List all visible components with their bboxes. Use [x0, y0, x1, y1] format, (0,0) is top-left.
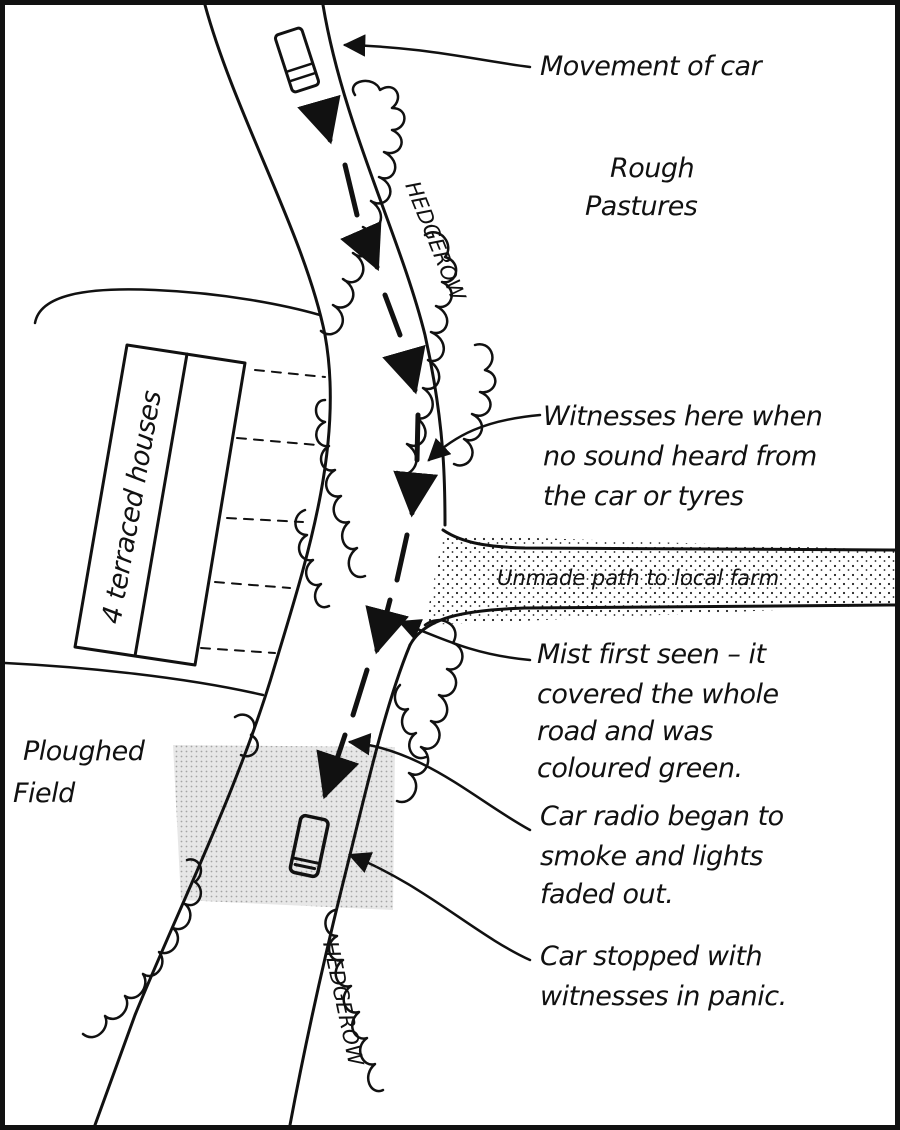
green-mist-area: [173, 745, 395, 910]
car-path-arrow-6: [325, 667, 367, 795]
svg-text:road and was: road and was: [537, 716, 713, 747]
unmade-path-to-farm: [425, 535, 895, 625]
svg-text:Car radio began to: Car radio began to: [540, 801, 784, 832]
hedge-inner-east: [452, 342, 497, 467]
incident-map: 4 terraced houses HEDGEROW HEDGEROW Roug…: [5, 5, 895, 1125]
radio-annotation: Car radio began to smoke and lights fade…: [540, 801, 784, 910]
svg-text:no sound heard from: no sound heard from: [543, 441, 817, 472]
car-path-arrow-4: [412, 412, 418, 513]
car-path-arrow-5: [377, 532, 407, 650]
rough-pastures-label-1: Rough: [610, 153, 694, 184]
svg-text:smoke and lights: smoke and lights: [540, 841, 763, 872]
svg-text:coloured green.: coloured green.: [537, 753, 743, 784]
terraced-houses-label: 4 terraced houses: [96, 388, 168, 626]
hedge-lower-road: [324, 908, 385, 1093]
ploughed-field-label-1: Ploughed: [23, 736, 146, 767]
svg-text:Car stopped with: Car stopped with: [540, 941, 762, 972]
mist-annotation: Mist first seen – it covered the whole r…: [537, 639, 779, 784]
stopped-car-icon: [288, 813, 330, 879]
car-path-arrow-2: [345, 162, 377, 267]
svg-text:Witnesses here when: Witnesses here when: [543, 401, 822, 432]
svg-text:faded out.: faded out.: [540, 879, 673, 910]
road-east-edge: [288, 5, 447, 1125]
stopped-annotation: Car stopped with witnesses in panic.: [540, 941, 787, 1012]
svg-text:covered the whole: covered the whole: [537, 679, 779, 710]
svg-text:witnesses in panic.: witnesses in panic.: [540, 981, 787, 1012]
ploughed-field-label-2: Field: [13, 778, 76, 809]
svg-text:Mist first seen – it: Mist first seen – it: [537, 639, 767, 670]
hedge-upper-west: [314, 398, 367, 579]
rough-pastures-label-2: Pastures: [585, 191, 698, 222]
unmade-path-label: Unmade path to local farm: [497, 566, 779, 590]
car-path-arrow-3: [385, 292, 415, 390]
terraced-houses: 4 terraced houses: [73, 343, 326, 667]
svg-text:the car or tyres: the car or tyres: [543, 481, 744, 512]
car-path-arrow-1: [297, 94, 341, 145]
hedge-upper-east: [319, 79, 406, 336]
hedge-lower-west: [81, 858, 203, 1039]
witnesses-annotation: Witnesses here when no sound heard from …: [543, 401, 823, 512]
movement-of-car-label: Movement of car: [540, 51, 764, 82]
car-icon: [273, 26, 321, 94]
hedgerow-lower-label: HEDGEROW: [318, 939, 368, 1069]
